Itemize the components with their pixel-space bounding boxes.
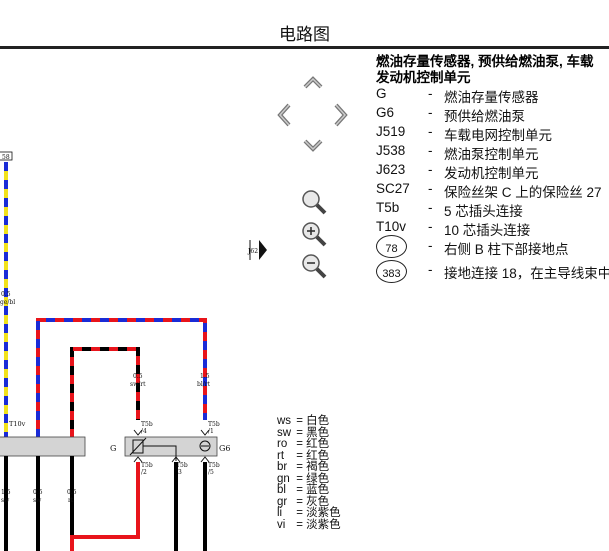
color-key-row: vi = 淡紫色 (277, 518, 341, 531)
pin-t5b-4: T5b (141, 421, 153, 428)
ground-point-circle: 78 (376, 235, 407, 258)
wire-sw-rt-loop-stripe (70, 347, 140, 438)
legend-heading-line1: 燃油存量传感器, 预供给燃油泵, 车载 (376, 54, 594, 69)
color-key-row: rt = 红色 (277, 449, 330, 462)
mid-wire-2-color: bl/rt (197, 381, 211, 388)
pin-t5b-3: T5b (176, 462, 188, 469)
color-key-row: br = 褐色 (277, 461, 330, 473)
pin-5: /5 (208, 469, 214, 476)
t10v-connector-bar (0, 436, 86, 457)
wire-bl-rt-loop (36, 318, 207, 438)
zoom-out-icon[interactable] (300, 252, 328, 280)
wire-bottom-rt (70, 462, 140, 551)
wire-bl-rt-loop-stripe (36, 318, 207, 438)
wire-gebl-size: 0.5 (1, 291, 11, 298)
page-title: 电路图 (279, 25, 330, 44)
zoom-fit-icon[interactable] (300, 188, 328, 216)
bot1-color: sw (1, 497, 10, 504)
pin-3: /3 (176, 469, 182, 476)
top-connector-box (0, 151, 13, 161)
bot2-size: 0.5 (33, 489, 43, 496)
color-key-row: bl = 蓝色 (277, 484, 330, 496)
side-marker-label: J62 (247, 248, 258, 255)
label-g: G (110, 444, 116, 453)
color-key-row: ws = 白色 (277, 415, 330, 427)
mid-wire-2-size: 1.5 (200, 373, 210, 380)
bot3-color: rt (68, 497, 74, 504)
t10v-label: T10v (9, 420, 26, 428)
color-key-row: gn = 绿色 (277, 472, 330, 485)
label-g6: G6 (219, 444, 230, 453)
page-jump-marker-icon[interactable]: J62 (247, 236, 269, 264)
pin-2: /2 (141, 469, 147, 476)
pin-t5b-2: T5b (141, 462, 153, 469)
pin-4: /4 (141, 428, 147, 435)
wire-sw-rt-loop (70, 347, 140, 438)
pan-right-icon[interactable] (332, 102, 350, 128)
legend-heading-line2: 发动机控制单元 (376, 70, 471, 85)
bot1-size: 1.5 (1, 489, 11, 496)
bot2-color: sw (33, 497, 42, 504)
color-key-row: ro = 红色 (277, 438, 330, 450)
bot3-size: 0.5 (67, 489, 77, 496)
color-key-row: sw = 黑色 (277, 426, 330, 439)
mid-wire-1-color: sw/rt (130, 381, 146, 388)
pin-1: /1 (208, 428, 214, 435)
wire-gebl-color: ge/bl (0, 299, 15, 306)
pin-t5b-1: T5b (208, 421, 220, 428)
title-rule (0, 46, 609, 49)
pan-left-icon[interactable] (275, 102, 293, 128)
top-connector-label: 58 (2, 154, 10, 161)
pin-t5b-5: T5b (208, 462, 220, 469)
fuel-pump-symbol (199, 440, 211, 452)
color-key-row: li = 淡紫色 (277, 507, 341, 519)
pan-down-icon[interactable] (302, 138, 324, 154)
legend-heading: 燃油存量传感器, 预供给燃油泵, 车载 发动机控制单元 (376, 54, 594, 86)
zoom-in-icon[interactable] (300, 220, 328, 248)
mid-wire-1-size: 0.5 (133, 373, 143, 380)
pan-up-icon[interactable] (302, 74, 324, 90)
ground-link-circle: 383 (376, 260, 407, 283)
wire-color-key: ws = 白色 sw = 黑色 ro = 红色 rt = 红色 br = 褐色 … (277, 415, 341, 531)
color-key-row: gr = 灰色 (277, 495, 330, 508)
